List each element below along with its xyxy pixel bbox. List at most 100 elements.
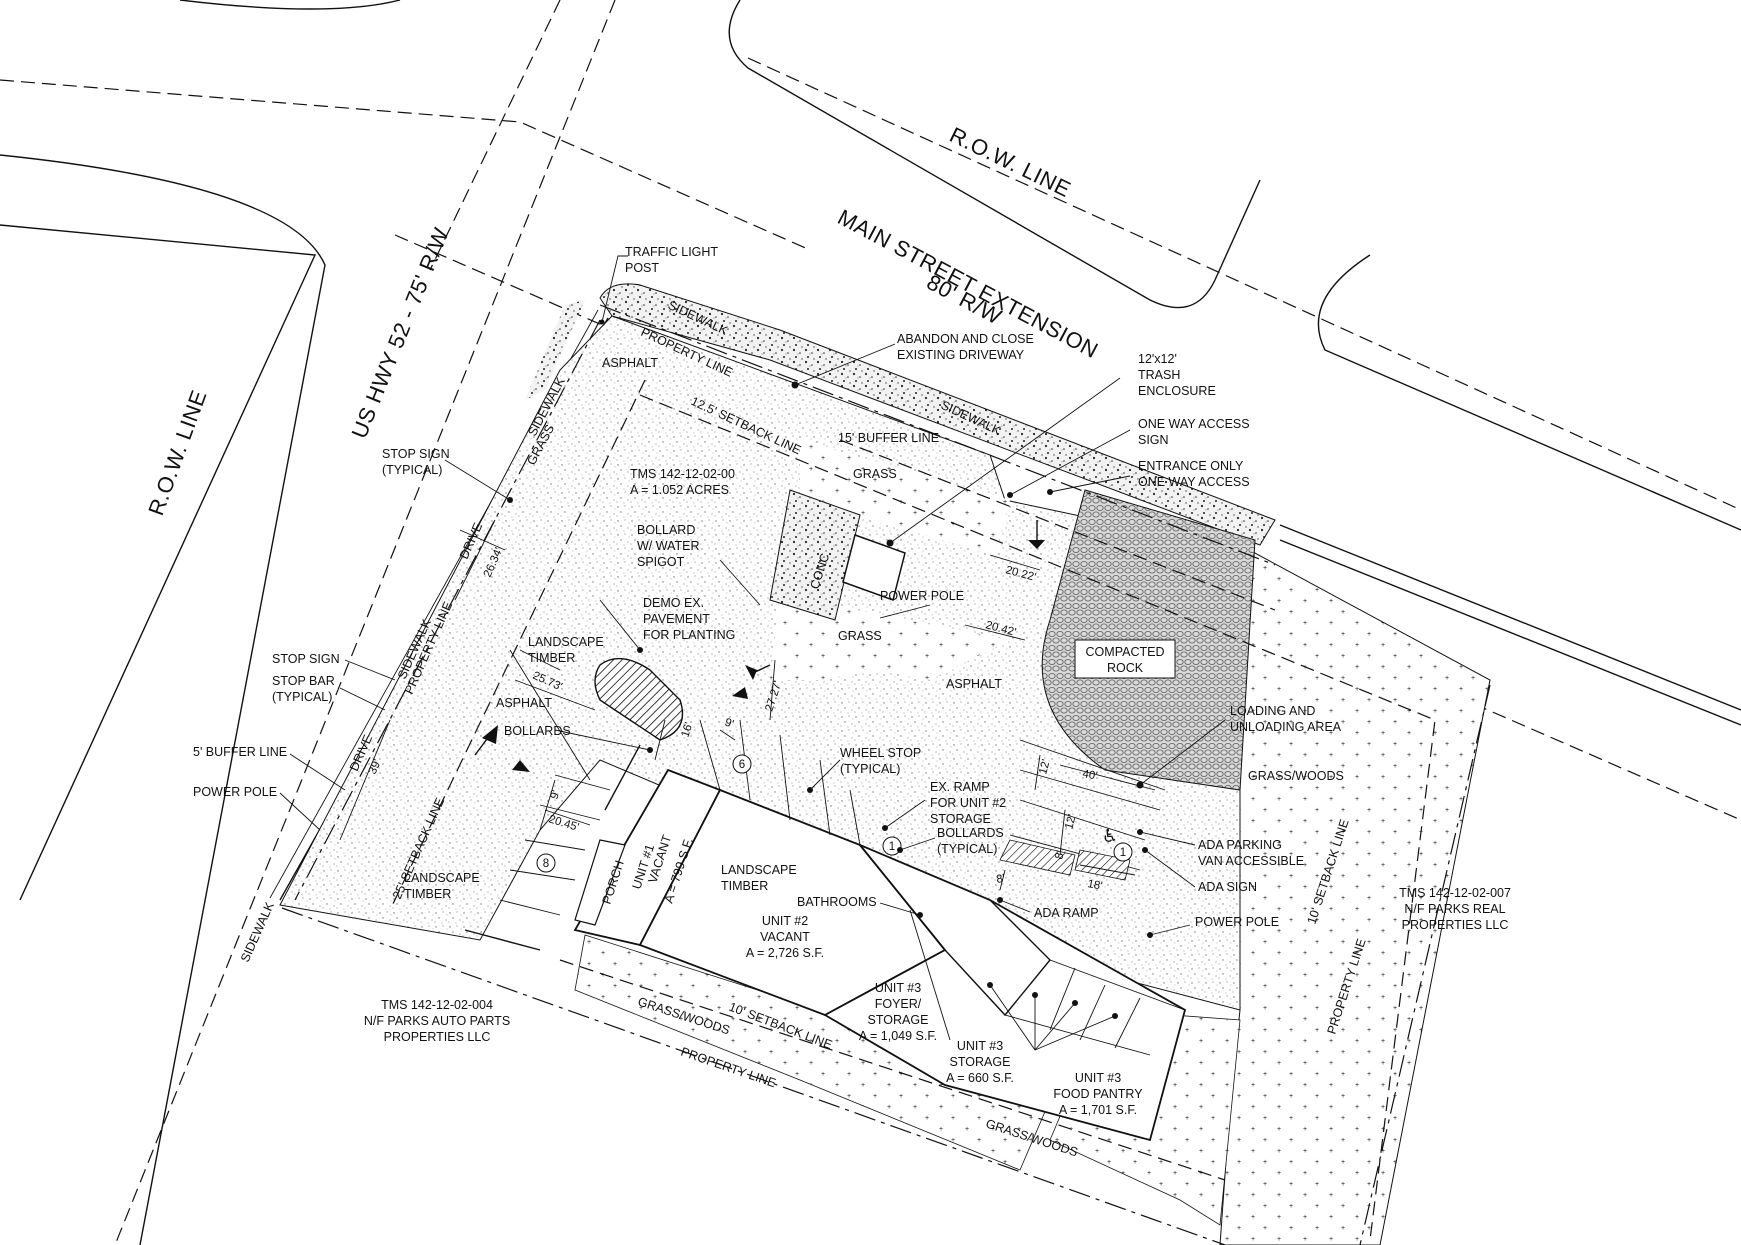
stop-sign-typical-label: STOP SIGN [382,447,450,461]
property-lines [281,304,1491,1245]
bollards-label: BOLLARDS [504,724,571,738]
flow-arrows [474,520,1045,772]
sidewalk-left-label-3: SIDEWALK [238,899,277,964]
ada-parking-label-2: VAN ACCESSIBLE [1198,854,1304,868]
power-pole-mid-label: POWER POLE [880,589,964,603]
buffer-5-label: 5' BUFFER LINE [193,745,287,759]
dim-8-a: 8' [1053,849,1067,860]
landscape-timber-label-3: LANDSCAPE [721,863,797,877]
traffic-light-label-2: POST [625,261,659,275]
unit-2-status: VACANT [760,930,810,944]
traffic-light-label: TRAFFIC LIGHT [625,245,718,259]
unit-3-pantry-use: FOOD PANTRY [1053,1087,1143,1101]
unit-3-pantry-label: UNIT #3 [1075,1071,1121,1085]
dim-16: 16' [679,721,695,739]
dim-20-45: 20.45' [547,813,580,834]
tms-main-label: TMS 142-12-02-00 [630,467,735,481]
ada-parking-label: ADA PARKING [1198,838,1282,852]
site-surfaces [279,283,1491,1245]
asphalt-mid-label: ASPHALT [496,696,552,710]
neighbor-right-owner: N/F PARKS REAL [1404,902,1505,916]
neighbor-right-tms: TMS 142-12-02-007 [1399,886,1511,900]
asphalt-top-label: ASPHALT [602,356,658,370]
neighbor-right-owner-2: PROPERTIES LLC [1402,918,1509,932]
bollards-typical-label: BOLLARDS [937,826,1004,840]
trash-enclosure-label: TRASH [1138,368,1180,382]
one-way-sign-label-2: SIGN [1138,433,1169,447]
entrance-only-label: ENTRANCE ONLY [1138,459,1244,473]
dim-9-b: 9' [723,717,735,731]
neighbor-left-owner-2: PROPERTIES LLC [384,1030,491,1044]
landscape-timber-label-1: LANDSCAPE [528,635,604,649]
unit-labels: UNIT #1 VACANT A = 799 S.F. UNIT #2 VACA… [630,833,1144,1117]
unit-3-foyer-area: A = 1,049 S.F. [859,1029,937,1043]
ex-ramp-label-2: FOR UNIT #2 [930,796,1006,810]
bollard-spigot-label-2: W/ WATER [637,539,700,553]
row-line-top-label: R.O.W. LINE [946,122,1075,202]
unit-3-foyer-use: FOYER/ [875,997,922,1011]
trash-enclosure-label-2: ENCLOSURE [1138,384,1216,398]
dimension-lines [339,519,1156,891]
buffer-15-label: 15' BUFFER LINE [838,431,939,445]
ex-ramp-label-3: STORAGE [930,812,991,826]
stop-bar-label-2: (TYPICAL) [272,690,332,704]
asphalt-right-label: ASPHALT [946,677,1002,691]
wheel-stop-label-2: (TYPICAL) [840,762,900,776]
unit-3-foyer-use-2: STORAGE [868,1013,929,1027]
landscape-timber-label-1b: TIMBER [528,651,575,665]
power-pole-left-label: POWER POLE [193,785,277,799]
landscape-timber-label-2b: TIMBER [404,887,451,901]
landscape-timber-label-3b: TIMBER [721,879,768,893]
row-line-left-label: R.O.W. LINE [143,387,211,519]
bollard-spigot-label-3: SPIGOT [637,555,685,569]
bathrooms-label: BATHROOMS [797,895,877,909]
dim-9-a: 9' [549,789,563,801]
unit-3-pantry-area: A = 1,701 S.F. [1059,1103,1137,1117]
demo-pavement-label-3: FOR PLANTING [643,628,735,642]
unit-2-area: A = 2,726 S.F. [746,946,824,960]
dim-39: 39' [367,758,384,777]
loading-area-label: LOADING AND [1230,704,1315,718]
buildings [573,768,1187,1142]
demo-pavement-label: DEMO EX. [643,596,704,610]
abandon-driveway-label-2: EXISTING DRIVEWAY [897,348,1025,362]
stall-count-1a: 1 [889,841,895,853]
power-pole-right-label: POWER POLE [1195,915,1279,929]
unit-3-foyer-label: UNIT #3 [875,981,921,995]
ada-sign-label: ADA SIGN [1198,880,1257,894]
tms-main-area: A = 1.052 ACRES [630,483,729,497]
compacted-rock-label-2: ROCK [1107,661,1144,675]
bollards-typical-label-2: (TYPICAL) [937,842,997,856]
stop-sign-label: STOP SIGN [272,652,340,666]
dim-12-a: 12' [1037,758,1052,776]
leader-lines [279,255,1226,1051]
abandon-driveway-label: ABANDON AND CLOSE [897,332,1034,346]
neighbor-left-owner: N/F PARKS AUTO PARTS [364,1014,510,1028]
neighbor-left-tms: TMS 142-12-02-004 [381,998,493,1012]
ex-ramp-label: EX. RAMP [930,780,990,794]
callout-labels: TRAFFIC LIGHT POST ABANDON AND CLOSE EXI… [193,245,1342,929]
demo-pavement-label-2: PAVEMENT [643,612,710,626]
trash-enclosure-size: 12'x12' [1138,352,1177,366]
compacted-rock-label: COMPACTED [1086,645,1165,659]
grass-top-label: GRASS [853,467,897,481]
stall-count-markers: 6 8 1 1 ♿ [536,754,1133,873]
dim-12-b: 12' [1063,813,1078,831]
dim-18: 18' [1086,878,1103,892]
unit-3-storage-use: STORAGE [950,1055,1011,1069]
stop-sign-typical-label-2: (TYPICAL) [382,463,442,477]
ada-ramp-label: ADA RAMP [1034,906,1099,920]
one-way-sign-label: ONE WAY ACCESS [1138,417,1250,431]
stall-count-8: 8 [543,858,549,870]
wheelchair-icon: ♿ [1102,826,1118,846]
stop-bar-label: STOP BAR [272,674,335,688]
unit-2-label: UNIT #2 [762,914,808,928]
dim-40: 40' [1081,768,1098,782]
wheel-stop-label: WHEEL STOP [840,746,921,760]
neighbor-labels: TMS 142-12-02-004 N/F PARKS AUTO PARTS P… [364,886,1511,1044]
loading-area-label-2: UNLOADING AREA [1230,720,1342,734]
landscape-timber-label-2: LANDSCAPE [404,871,480,885]
dim-8-b: 8' [995,873,1006,886]
grass-woods-right-label: GRASS/WOODS [1248,769,1344,783]
